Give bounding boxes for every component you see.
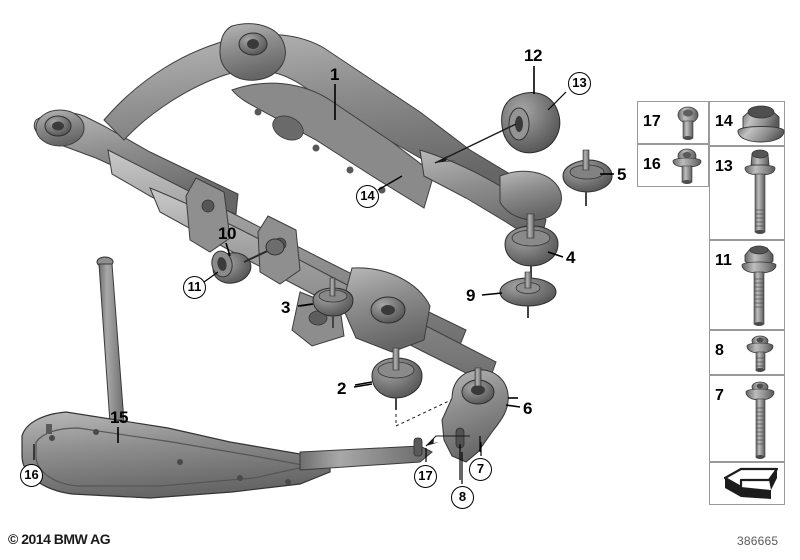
callout-14-circled: 14	[356, 185, 379, 208]
short-torx-flange-bolt-icon	[746, 335, 774, 372]
subframe-assembly	[33, 23, 562, 385]
part-12-bush	[434, 92, 561, 164]
legend-number-14: 14	[715, 113, 733, 130]
callout-16-circled: 16	[20, 464, 43, 487]
bent-arrow-marker-icon	[723, 467, 779, 499]
long-torx-flange-bolt-icon	[745, 381, 775, 459]
legend-cell-13[interactable]: 13	[709, 146, 785, 240]
callout-15: 15	[110, 408, 129, 427]
callout-13-circled: 13	[568, 72, 591, 95]
legend-cell-17[interactable]: 17	[637, 101, 709, 144]
legend-cell-8[interactable]: 8	[709, 330, 785, 375]
callout-7-circled: 7	[469, 458, 492, 481]
part-10-bush	[211, 238, 285, 284]
hardware-legend-panel: 17 16	[637, 101, 785, 505]
legend-cell-14[interactable]: 14	[709, 101, 785, 146]
legend-number-11: 11	[715, 252, 732, 269]
callout-1: 1	[330, 65, 340, 84]
part-6-bracket	[441, 367, 518, 480]
legend-cell-11[interactable]: 11	[709, 240, 785, 330]
legend-cell-16[interactable]: 16	[637, 144, 709, 187]
part-5-mount	[562, 149, 613, 206]
callout-3: 3	[281, 298, 291, 317]
hex-flange-nut-icon	[737, 105, 785, 143]
callout-6: 6	[523, 399, 533, 418]
short-pan-head-bolt-icon	[677, 106, 699, 140]
callout-8-circled: 8	[451, 486, 474, 509]
callout-9: 9	[466, 286, 476, 305]
callout-10: 10	[218, 224, 237, 243]
callout-5: 5	[617, 165, 627, 184]
copyright-notice: © 2014 BMW AG	[8, 531, 111, 547]
long-flange-bolt-icon	[744, 149, 776, 234]
callout-12: 12	[524, 46, 543, 65]
callout-4: 4	[566, 248, 576, 267]
part-9-washer	[499, 271, 557, 318]
legend-number-7: 7	[715, 387, 724, 404]
callout-11-circled: 11	[183, 276, 206, 299]
legend-number-13: 13	[715, 158, 733, 175]
legend-number-16: 16	[643, 156, 661, 173]
part-16-plate	[21, 411, 433, 499]
callout-17-circled: 17	[414, 465, 437, 488]
diagram-number: 386665	[737, 534, 779, 548]
legend-cell-7[interactable]: 7	[709, 375, 785, 462]
callout-2: 2	[337, 379, 347, 398]
legend-number-8: 8	[715, 342, 724, 359]
long-hex-flange-bolt-icon	[741, 245, 777, 326]
legend-cell-direction-marker[interactable]	[709, 462, 785, 505]
part-4-mount	[504, 213, 559, 280]
flange-collar-bolt-icon	[672, 148, 702, 184]
legend-number-17: 17	[643, 113, 661, 130]
